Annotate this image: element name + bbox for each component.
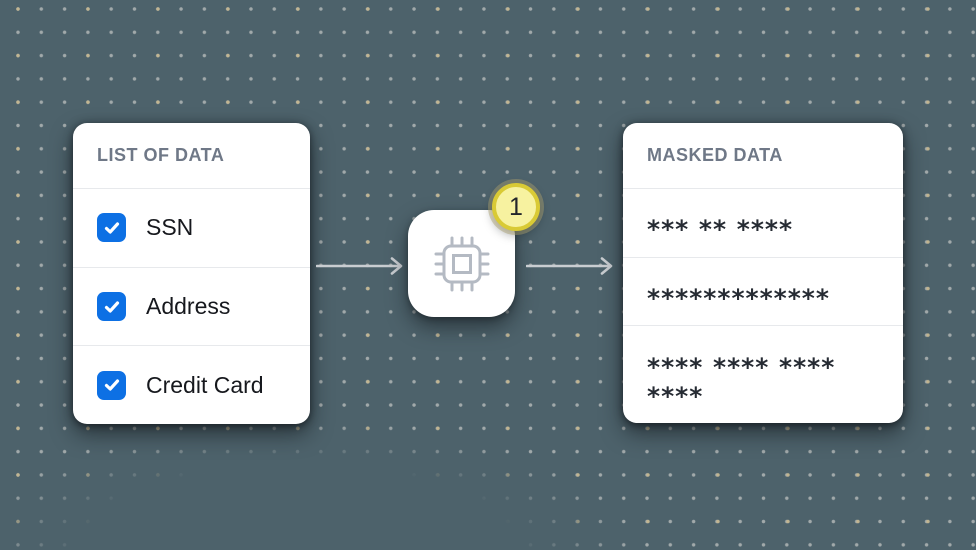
- list-item-label: SSN: [146, 214, 194, 241]
- list-card-title: LIST OF DATA: [73, 123, 310, 189]
- list-item-label: Address: [146, 293, 231, 319]
- list-item-ssn: SSN: [73, 189, 310, 268]
- arrow-right-icon: [526, 257, 613, 275]
- checkbox-address[interactable]: [97, 292, 126, 321]
- checkbox-credit-card[interactable]: [97, 370, 126, 400]
- list-item-label: Credit Card: [146, 371, 264, 398]
- masked-item-ssn: *** ** ****: [623, 189, 903, 258]
- masked-item-address: *************: [623, 258, 903, 327]
- checkmark-icon: [104, 379, 119, 391]
- list-item-address: Address: [73, 268, 310, 347]
- masked-data-card: MASKED DATA *** ** **** ************* **…: [623, 123, 903, 423]
- masked-value: *** ** ****: [647, 215, 794, 245]
- masked-value: *************: [647, 284, 830, 313]
- masked-item-credit-card: **** **** **** ****: [623, 326, 903, 423]
- arrow-right-icon: [316, 257, 403, 275]
- checkbox-ssn[interactable]: [97, 213, 126, 243]
- checkmark-icon: [104, 300, 119, 313]
- processor-card: [408, 210, 515, 317]
- masked-card-title: MASKED DATA: [623, 123, 903, 189]
- masked-value: **** **** **** ****: [647, 352, 836, 411]
- step-badge-number: 1: [509, 192, 523, 221]
- step-badge: 1: [492, 183, 540, 231]
- list-item-credit-card: Credit Card: [73, 346, 310, 424]
- checkmark-icon: [104, 222, 119, 234]
- list-of-data-card: LIST OF DATA SSN Address: [73, 123, 310, 424]
- cpu-chip-icon: [434, 236, 489, 291]
